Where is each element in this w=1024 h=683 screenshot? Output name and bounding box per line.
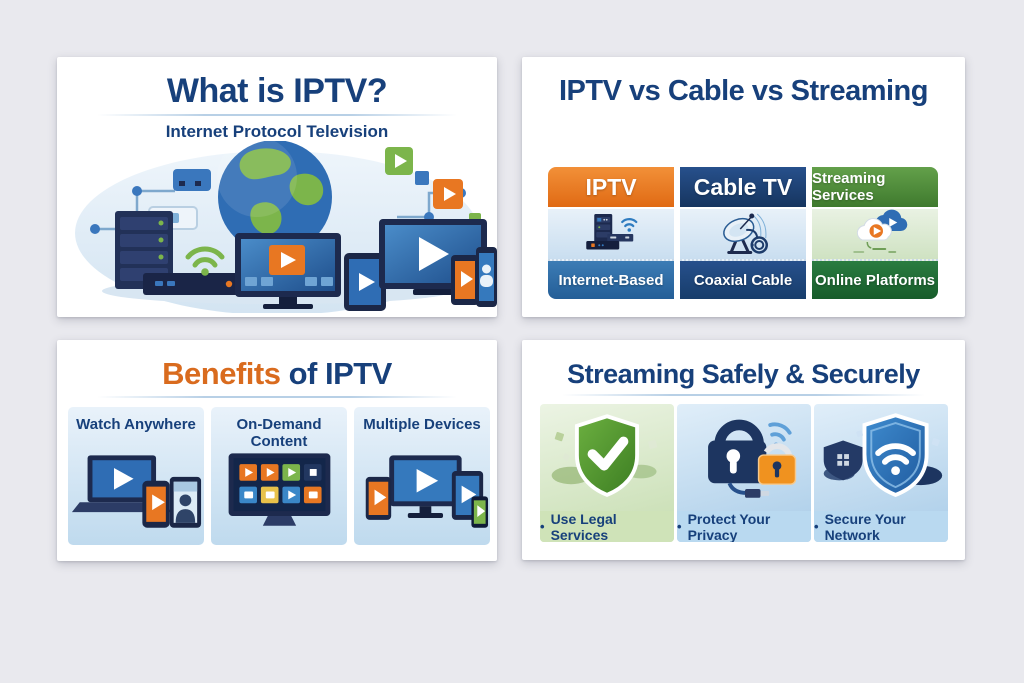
column-footer: Internet-Based bbox=[548, 261, 674, 299]
benefits-panels: Watch Anywhere bbox=[68, 407, 490, 545]
comparison-table: IPTV bbox=[548, 167, 938, 299]
panel-label: •Protect Your Privacy bbox=[677, 511, 811, 542]
card-streaming-safely-securely: Streaming Safely & Securely bbox=[522, 340, 965, 560]
title-rest: of IPTV bbox=[288, 356, 393, 391]
padlock-icon bbox=[677, 404, 811, 511]
column-footer: Online Platforms bbox=[812, 261, 938, 299]
panel-use-legal-services: •Use Legal Services bbox=[540, 404, 674, 542]
card-benefits-of-iptv: Benefits of IPTV Watch Anywhere bbox=[57, 340, 497, 561]
card-title: What is IPTV? bbox=[166, 72, 388, 110]
comparison-column-streaming: Streaming Services Online Platforms bbox=[812, 167, 938, 299]
bullet: • bbox=[540, 519, 545, 534]
column-header: IPTV bbox=[548, 167, 674, 207]
bullet: • bbox=[677, 519, 682, 534]
shield-wifi-icon bbox=[814, 404, 948, 511]
column-header: Streaming Services bbox=[812, 167, 938, 207]
comparison-column-cable: Cable TV bbox=[680, 167, 806, 299]
column-header: Cable TV bbox=[680, 167, 806, 207]
panel-label: •Secure Your Network bbox=[814, 511, 948, 542]
title-accent: Benefits bbox=[162, 356, 281, 391]
column-footer: Coaxial Cable bbox=[680, 261, 806, 299]
bullet: • bbox=[814, 519, 819, 534]
satellite-dish-icon bbox=[680, 207, 806, 261]
divider bbox=[97, 396, 457, 398]
shield-check-icon bbox=[540, 404, 674, 511]
panel-header: Multiple Devices bbox=[363, 416, 481, 433]
panel-secure-your-network: •Secure Your Network bbox=[814, 404, 948, 542]
cloud-play-icon bbox=[812, 207, 938, 261]
card-subtitle: Internet Protocol Television bbox=[165, 122, 389, 141]
panel-protect-your-privacy: •Protect Your Privacy bbox=[677, 404, 811, 542]
panel-header: Watch Anywhere bbox=[76, 416, 196, 433]
multi-device-icon bbox=[354, 440, 490, 545]
card-title: Benefits of IPTV bbox=[57, 355, 497, 393]
card-title: Streaming Safely & Securely bbox=[567, 359, 920, 389]
benefit-watch-anywhere: Watch Anywhere bbox=[68, 407, 204, 545]
comparison-column-iptv: IPTV bbox=[548, 167, 674, 299]
laptop-phone-tablet-icon bbox=[68, 440, 204, 545]
card-iptv-vs-cable-vs-streaming: IPTV vs Cable vs Streaming IPTV bbox=[522, 57, 965, 317]
card-what-is-iptv: What is IPTV? Internet Protocol Televisi… bbox=[57, 57, 497, 317]
server-wifi-icon bbox=[548, 207, 674, 261]
globe-devices-illustration bbox=[57, 141, 497, 313]
divider bbox=[97, 114, 457, 116]
divider bbox=[562, 394, 925, 396]
benefit-on-demand-content: On-Demand Content bbox=[211, 407, 347, 545]
panel-label: •Use Legal Services bbox=[540, 511, 674, 542]
smart-tv-apps-icon bbox=[211, 440, 347, 545]
panel-header: On-Demand Content bbox=[236, 416, 322, 450]
safety-panels: •Use Legal Services bbox=[540, 404, 948, 542]
benefit-multiple-devices: Multiple Devices bbox=[354, 407, 490, 545]
card-title: IPTV vs Cable vs Streaming bbox=[559, 75, 928, 107]
